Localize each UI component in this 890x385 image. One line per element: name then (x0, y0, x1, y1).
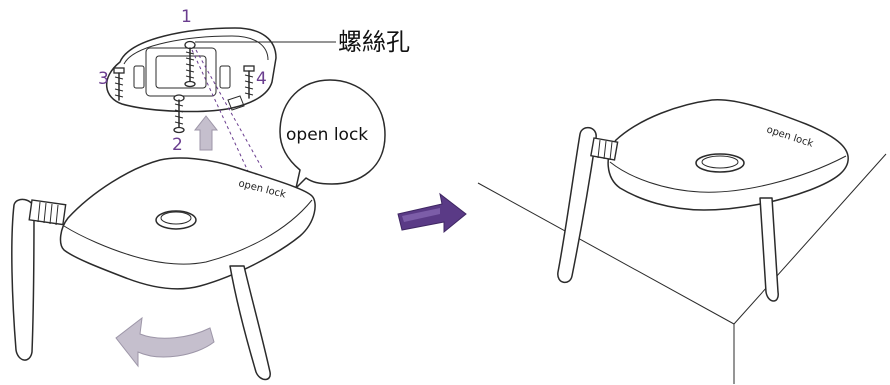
table-outline (477, 153, 887, 384)
alignment-dashes (191, 49, 263, 181)
screw-label-2: 2 (172, 135, 183, 155)
open-lock-callout (279, 79, 386, 189)
rotate-arrow-icon (115, 316, 215, 368)
callout-text: open lock (286, 125, 368, 145)
antenna-right-left (557, 126, 619, 284)
antenna-bottom (229, 265, 271, 381)
device-right (607, 99, 849, 211)
screw-2 (173, 94, 185, 134)
mounting-bracket (105, 27, 277, 113)
screw-label-4: 4 (256, 69, 267, 89)
screw-4 (243, 65, 255, 99)
left-illustration: 1 2 3 4 螺絲孔 open lock open lock (11, 7, 410, 381)
screw-label-3: 3 (98, 69, 109, 89)
antenna-right-bottom (759, 197, 779, 302)
screw-hole-label: 螺絲孔 (338, 28, 410, 56)
arrow-right-icon (397, 192, 467, 234)
device-left (59, 157, 316, 290)
screw-1 (184, 40, 196, 88)
screw-3 (113, 67, 125, 101)
push-up-arrow-icon (193, 115, 219, 151)
right-illustration: open lock (477, 99, 887, 384)
antenna-left (11, 198, 67, 361)
screw-label-1: 1 (181, 7, 192, 27)
